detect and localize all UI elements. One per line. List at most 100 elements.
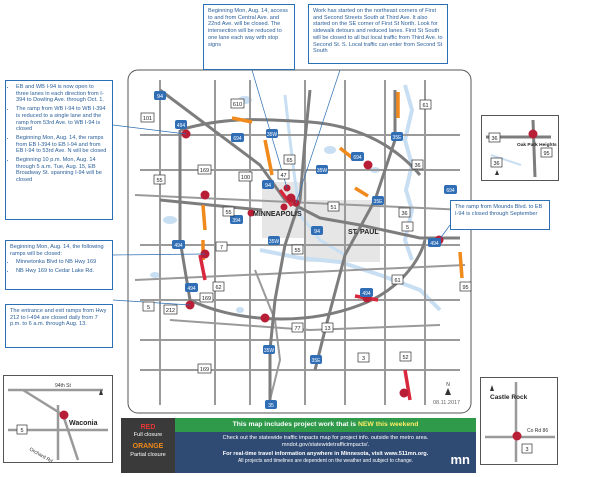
hwy-13: 13 [321,322,334,333]
hwy-55-s: 55 [291,244,304,255]
hwy-610: 610 [230,98,245,109]
svg-text:62: 62 [215,285,221,291]
svg-text:494: 494 [362,291,371,297]
svg-text:169: 169 [200,367,209,373]
svg-text:169: 169 [202,296,211,302]
lake [236,307,244,313]
north-arrow-icon [495,170,499,175]
closure-marker [260,313,270,323]
hwy-101-n: 101 [140,112,155,123]
inset-waconia: 94th St Orchard Rd Waconia 5 [3,375,113,463]
new-work-banner: This map includes project work that is N… [175,418,476,432]
banner-text: This map includes project work that is [232,421,358,428]
svg-text:35W: 35W [267,132,278,138]
svg-text:36: 36 [491,136,497,142]
svg-text:61: 61 [422,103,428,109]
svg-text:51: 51 [330,205,336,211]
callout-i94-lanes: EB and WB I-94 is now open to three lane… [5,80,113,220]
interstate-network [159,88,460,400]
lake [150,272,160,278]
hwy-5-w: 5 [142,301,155,312]
svg-text:5: 5 [147,305,150,311]
svg-text:36: 36 [401,211,407,217]
closure-marker [363,160,373,170]
hwy-7: 7 [215,241,228,252]
hwy-3: 3 [357,352,370,363]
callout-text: Beginning Mon, Aug. 14, the following ra… [10,244,104,257]
shield-35e-stp: 35E [372,196,384,205]
svg-text:94th St: 94th St [55,383,71,389]
shield-35e-n: 35E [391,132,403,141]
lake [324,146,336,154]
closure-marker [399,388,409,398]
info-line: All projects and timelines are dependent… [237,458,414,464]
shield-35w-far-s: 35W [263,345,275,354]
svg-text:5: 5 [20,428,23,434]
info-line: For real-time travel information anywher… [222,451,429,457]
svg-text:36: 36 [493,161,499,167]
shield-35w-s: 35W [268,236,280,245]
svg-text:169: 169 [200,168,209,174]
inset-label: Castle Rock [490,394,528,401]
shield-694-e: 694 [351,152,364,161]
svg-text:101: 101 [143,116,152,122]
svg-text:35W: 35W [269,239,280,245]
svg-text:55: 55 [156,178,162,184]
svg-text:95: 95 [462,285,468,291]
shield-494-w: 494 [175,120,187,129]
closure-marker [247,209,255,217]
inset-label: Waconia [69,420,98,427]
svg-text:610: 610 [233,102,242,108]
closure-marker [280,203,288,211]
svg-text:77: 77 [294,326,300,332]
svg-text:35W: 35W [264,348,275,354]
legend-orange-sub: Partial closure [130,452,166,458]
shield-94-nw: 94 [154,91,166,100]
hwy-169-n: 169 [197,164,212,175]
hwy-61-n: 61 [419,99,432,110]
svg-text:N: N [446,382,450,388]
callout-item: Minnetonka Blvd to NB Hwy 169 [16,259,108,266]
svg-text:35W: 35W [317,168,328,174]
hwy-36-e: 36 [398,207,411,218]
hwy-5-stp: 5 [401,221,414,232]
inset-oak-park-heights: 36 95 36 Oak Park Heights [481,115,559,181]
shield-94-mpls: 94 [262,180,274,189]
hwy-169-far-s: 169 [197,363,212,374]
svg-text:61: 61 [394,278,400,284]
svg-text:13: 13 [324,326,330,332]
hwy-62: 62 [212,281,225,292]
shield-35w-mid: 35W [316,165,328,174]
legend-orange-title: ORANGE [132,443,164,450]
shield-694: 694 [231,133,244,142]
callout-third-ave: Work has started on the northeast corner… [308,4,448,64]
lake [163,216,177,224]
shield-494-se: 494 [428,238,441,247]
shield-494-pr: 494 [185,283,198,292]
callout-text: Work has started on the northeast corner… [313,8,443,55]
callout-item: NB Hwy 169 to Cedar Lake Rd. [16,268,108,275]
callout-text: Beginning Mon, Aug. 14, access to and fr… [208,8,288,48]
legend-panel [121,418,175,473]
callout-item: Beginning 10 p.m. Mon, Aug. 14 through 5… [16,157,108,184]
svg-text:35: 35 [268,403,274,409]
closure-markers [181,129,444,398]
north-arrow-icon: N [445,382,451,395]
svg-text:94: 94 [157,94,163,100]
callout-item: Beginning Mon, Aug. 14, the ramps from E… [16,135,108,155]
svg-text:212: 212 [166,308,175,314]
callout-item: The ramp from WB I-94 to WB I-394 is red… [16,106,108,133]
svg-text:7: 7 [220,245,223,251]
hwy-100: 100 [238,171,253,182]
legend-red-title: RED [140,424,156,431]
hwy-36: 36 [411,159,424,170]
info-link[interactable]: mndot.gov/statewidetrafficimpacts/. [281,442,370,448]
svg-text:3: 3 [362,356,365,362]
hwy-47: 47 [277,169,290,180]
svg-text:35E: 35E [312,358,322,364]
svg-text:35E: 35E [374,199,384,205]
svg-text:55: 55 [294,248,300,254]
info-line: Check out the statewide traffic impacts … [222,435,429,441]
shield-394: 394 [230,215,243,224]
